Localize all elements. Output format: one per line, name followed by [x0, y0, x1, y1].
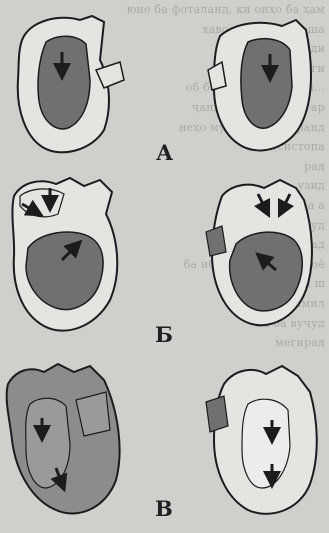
panel-label-b: Б — [155, 322, 173, 347]
heart-diagram-v-left — [7, 364, 120, 513]
panel-label-v: В — [155, 496, 173, 521]
heart-diagram-b-left — [12, 178, 117, 331]
heart-diagram-b-right — [206, 180, 312, 325]
heart-diagram-a-right — [208, 20, 311, 150]
heart-diagram-v-right — [206, 366, 317, 514]
heart-diagram-a-left — [18, 16, 124, 152]
panel-label-a: А — [156, 140, 173, 165]
